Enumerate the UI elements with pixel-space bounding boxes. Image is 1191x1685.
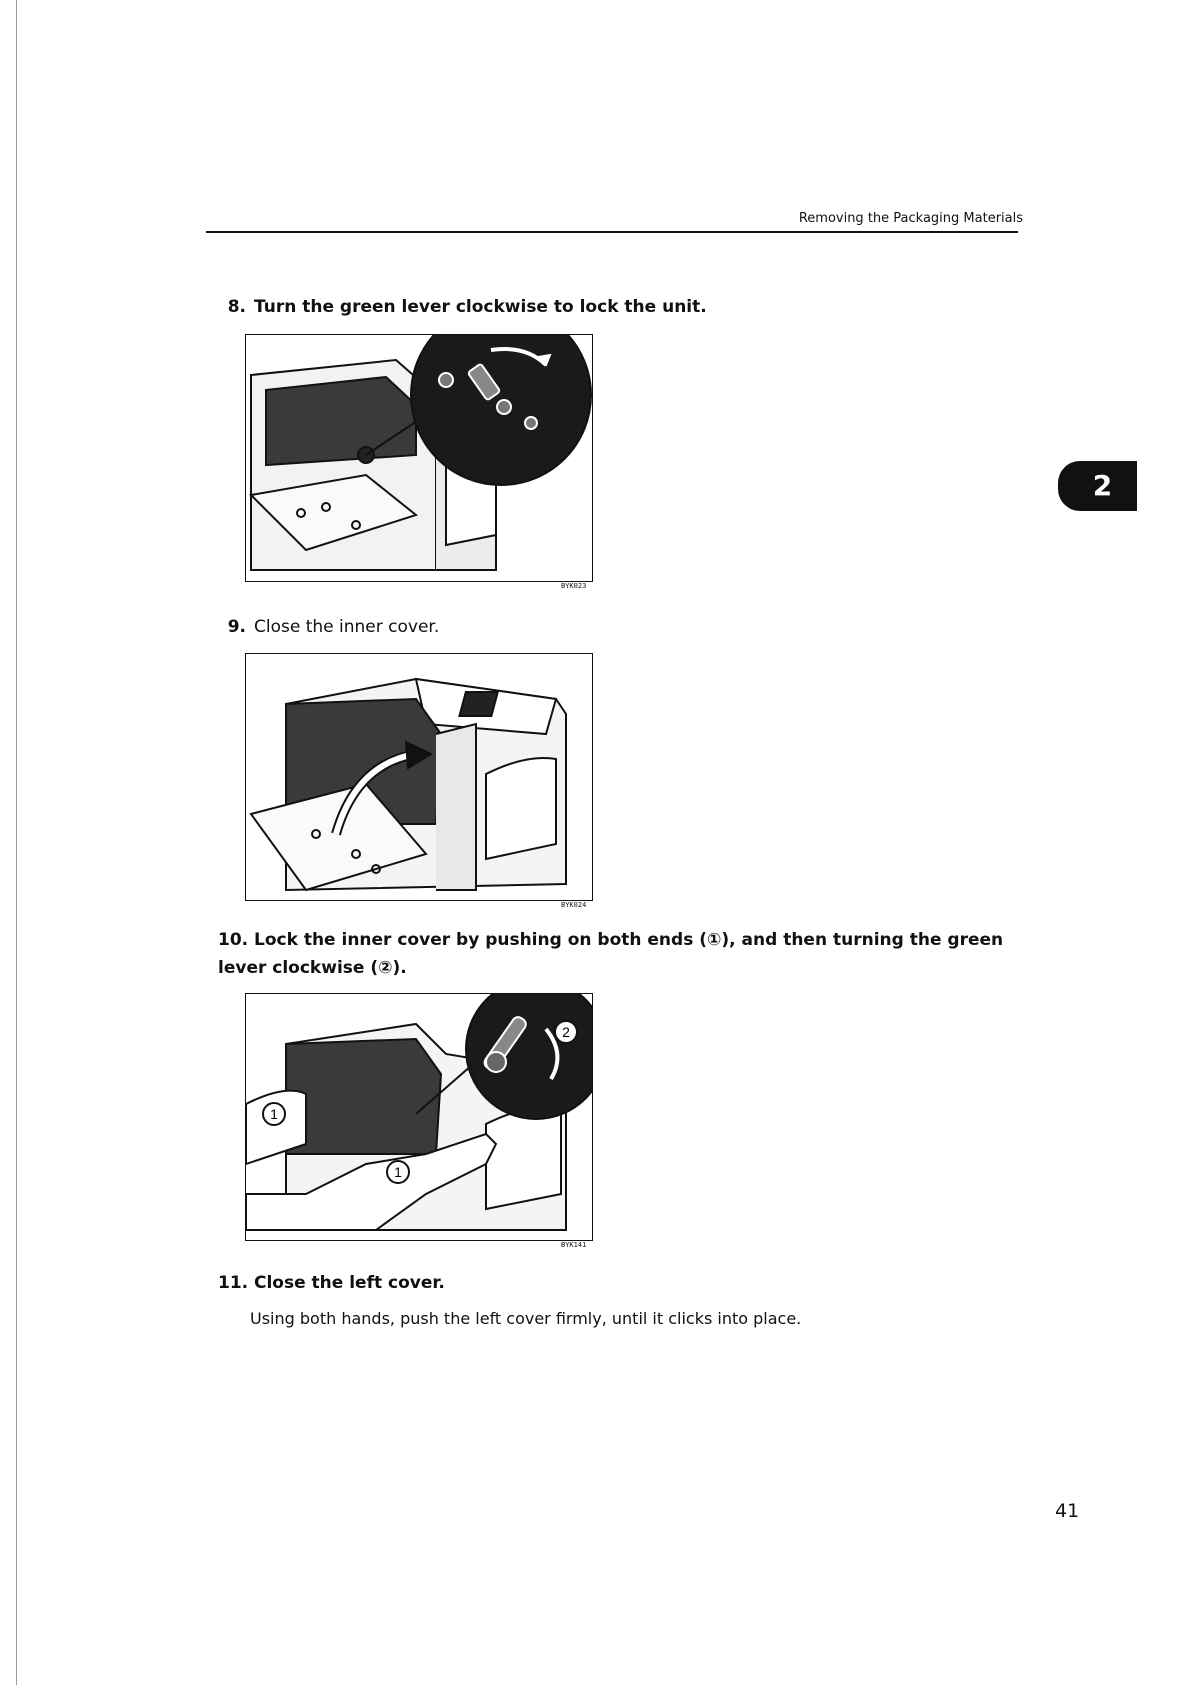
figure-close-inner-cover bbox=[245, 653, 593, 901]
figure-code: BYK023 bbox=[561, 582, 587, 590]
step-instruction: Close the left cover. bbox=[254, 1273, 445, 1293]
printer-illustration: 2 1 1 bbox=[246, 994, 592, 1231]
step-8: 8. Turn the green lever clockwise to lock… bbox=[218, 297, 707, 317]
chapter-tab: 2 bbox=[1058, 461, 1137, 511]
step-number: 11. bbox=[218, 1273, 249, 1293]
callout-number: 1 bbox=[394, 1164, 402, 1180]
header-rule bbox=[206, 231, 1018, 233]
step-detail: Using both hands, push the left cover fi… bbox=[250, 1309, 802, 1328]
step-9: 9. Close the inner cover. bbox=[218, 617, 440, 637]
step-number: 8. bbox=[227, 297, 246, 317]
figure-lock-inner-cover: 2 1 1 bbox=[245, 993, 593, 1241]
step-10: 10.Lock the inner cover by pushing on bo… bbox=[218, 926, 1018, 982]
running-header: Removing the Packaging Materials bbox=[798, 211, 1023, 226]
callout-badge bbox=[386, 1160, 410, 1184]
step-instruction: Turn the green lever clockwise to lock t… bbox=[254, 297, 707, 317]
printer-illustration bbox=[249, 677, 567, 892]
figure-lock-unit-lever bbox=[245, 334, 593, 582]
callout-number: 1 bbox=[270, 1106, 278, 1122]
callout-badge bbox=[554, 1020, 578, 1044]
step-instruction: Lock the inner cover by pushing on both … bbox=[218, 930, 1004, 978]
step-instruction: Close the inner cover. bbox=[254, 617, 440, 637]
callout-badge bbox=[262, 1102, 286, 1126]
chapter-number: 2 bbox=[1092, 469, 1113, 502]
page-number: 41 bbox=[1055, 1500, 1080, 1522]
binding-margin-line bbox=[16, 0, 17, 1685]
printer-illustration bbox=[248, 335, 592, 571]
figure-code: BYK141 bbox=[561, 1241, 587, 1249]
callout-number: 2 bbox=[562, 1024, 570, 1040]
figure-code: BYK024 bbox=[561, 901, 587, 909]
step-11: 11.Close the left cover. bbox=[218, 1273, 445, 1293]
step-number: 9. bbox=[227, 617, 246, 637]
step-number: 10. bbox=[218, 930, 249, 950]
